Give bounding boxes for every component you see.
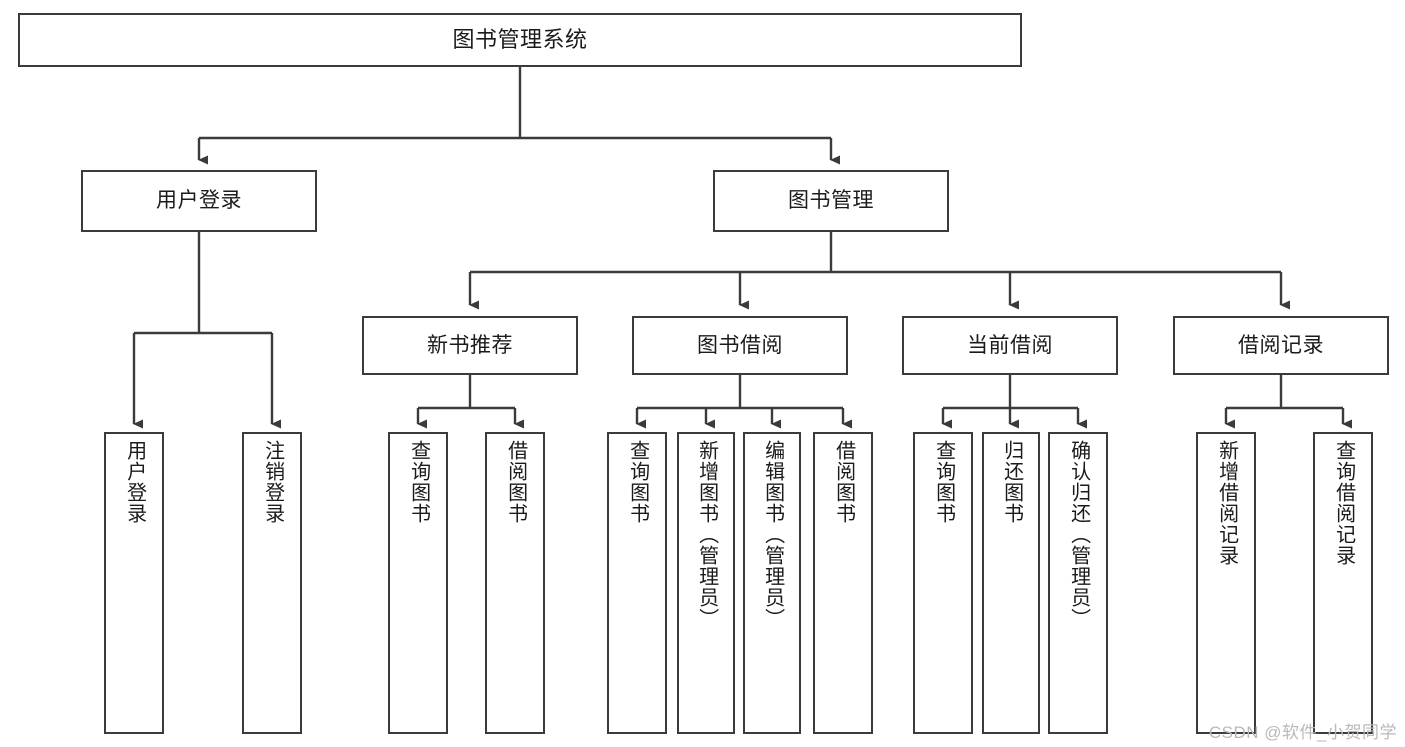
leaf-edit-book[interactable]: 编辑图书（管理员） bbox=[743, 432, 801, 734]
leaf-return-book[interactable]: 归还图书 bbox=[982, 432, 1040, 734]
leaf-query-borrow-record-label: 查询借阅记录 bbox=[1332, 440, 1355, 566]
leaf-edit-book-label: 编辑图书（管理员） bbox=[761, 440, 784, 629]
node-new-book-recommend-label: 新书推荐 bbox=[427, 333, 513, 357]
leaf-query-book-2-label: 查询图书 bbox=[626, 440, 649, 524]
leaf-query-book-3-label: 查询图书 bbox=[932, 440, 955, 524]
leaf-add-borrow-record-label: 新增借阅记录 bbox=[1215, 440, 1238, 566]
node-user-login-label: 用户登录 bbox=[156, 189, 242, 213]
leaf-user-logout[interactable]: 注销登录 bbox=[242, 432, 302, 734]
leaf-user-login[interactable]: 用户登录 bbox=[104, 432, 164, 734]
watermark-text: CSDN @软件_小贺同学 bbox=[1208, 723, 1397, 742]
node-book-borrow[interactable]: 图书借阅 bbox=[632, 316, 848, 375]
leaf-borrow-book-1[interactable]: 借阅图书 bbox=[485, 432, 545, 734]
node-root-label: 图书管理系统 bbox=[452, 26, 588, 52]
leaf-confirm-return-label: 确认归还（管理员） bbox=[1067, 440, 1090, 629]
leaf-query-borrow-record[interactable]: 查询借阅记录 bbox=[1313, 432, 1373, 734]
leaf-borrow-book-1-label: 借阅图书 bbox=[504, 440, 527, 524]
node-new-book-recommend[interactable]: 新书推荐 bbox=[362, 316, 578, 375]
leaf-add-borrow-record[interactable]: 新增借阅记录 bbox=[1196, 432, 1256, 734]
node-book-management[interactable]: 图书管理 bbox=[713, 170, 949, 232]
node-book-borrow-label: 图书借阅 bbox=[697, 333, 783, 357]
leaf-add-book[interactable]: 新增图书（管理员） bbox=[677, 432, 735, 734]
node-user-login[interactable]: 用户登录 bbox=[81, 170, 317, 232]
node-borrow-record[interactable]: 借阅记录 bbox=[1173, 316, 1389, 375]
leaf-query-book-1-label: 查询图书 bbox=[407, 440, 430, 524]
leaf-user-logout-label: 注销登录 bbox=[261, 440, 284, 524]
node-book-management-label: 图书管理 bbox=[788, 189, 874, 213]
node-root[interactable]: 图书管理系统 bbox=[18, 13, 1022, 67]
leaf-add-book-label: 新增图书（管理员） bbox=[695, 440, 718, 629]
leaf-query-book-2[interactable]: 查询图书 bbox=[607, 432, 667, 734]
node-current-borrow-label: 当前借阅 bbox=[967, 333, 1053, 357]
leaf-query-book-3[interactable]: 查询图书 bbox=[913, 432, 973, 734]
leaf-return-book-label: 归还图书 bbox=[1000, 440, 1023, 524]
leaf-query-book-1[interactable]: 查询图书 bbox=[388, 432, 448, 734]
leaf-borrow-book-2[interactable]: 借阅图书 bbox=[813, 432, 873, 734]
leaf-user-login-label: 用户登录 bbox=[123, 440, 146, 524]
node-current-borrow[interactable]: 当前借阅 bbox=[902, 316, 1118, 375]
leaf-confirm-return[interactable]: 确认归还（管理员） bbox=[1048, 432, 1108, 734]
node-borrow-record-label: 借阅记录 bbox=[1238, 333, 1324, 357]
leaf-borrow-book-2-label: 借阅图书 bbox=[832, 440, 855, 524]
